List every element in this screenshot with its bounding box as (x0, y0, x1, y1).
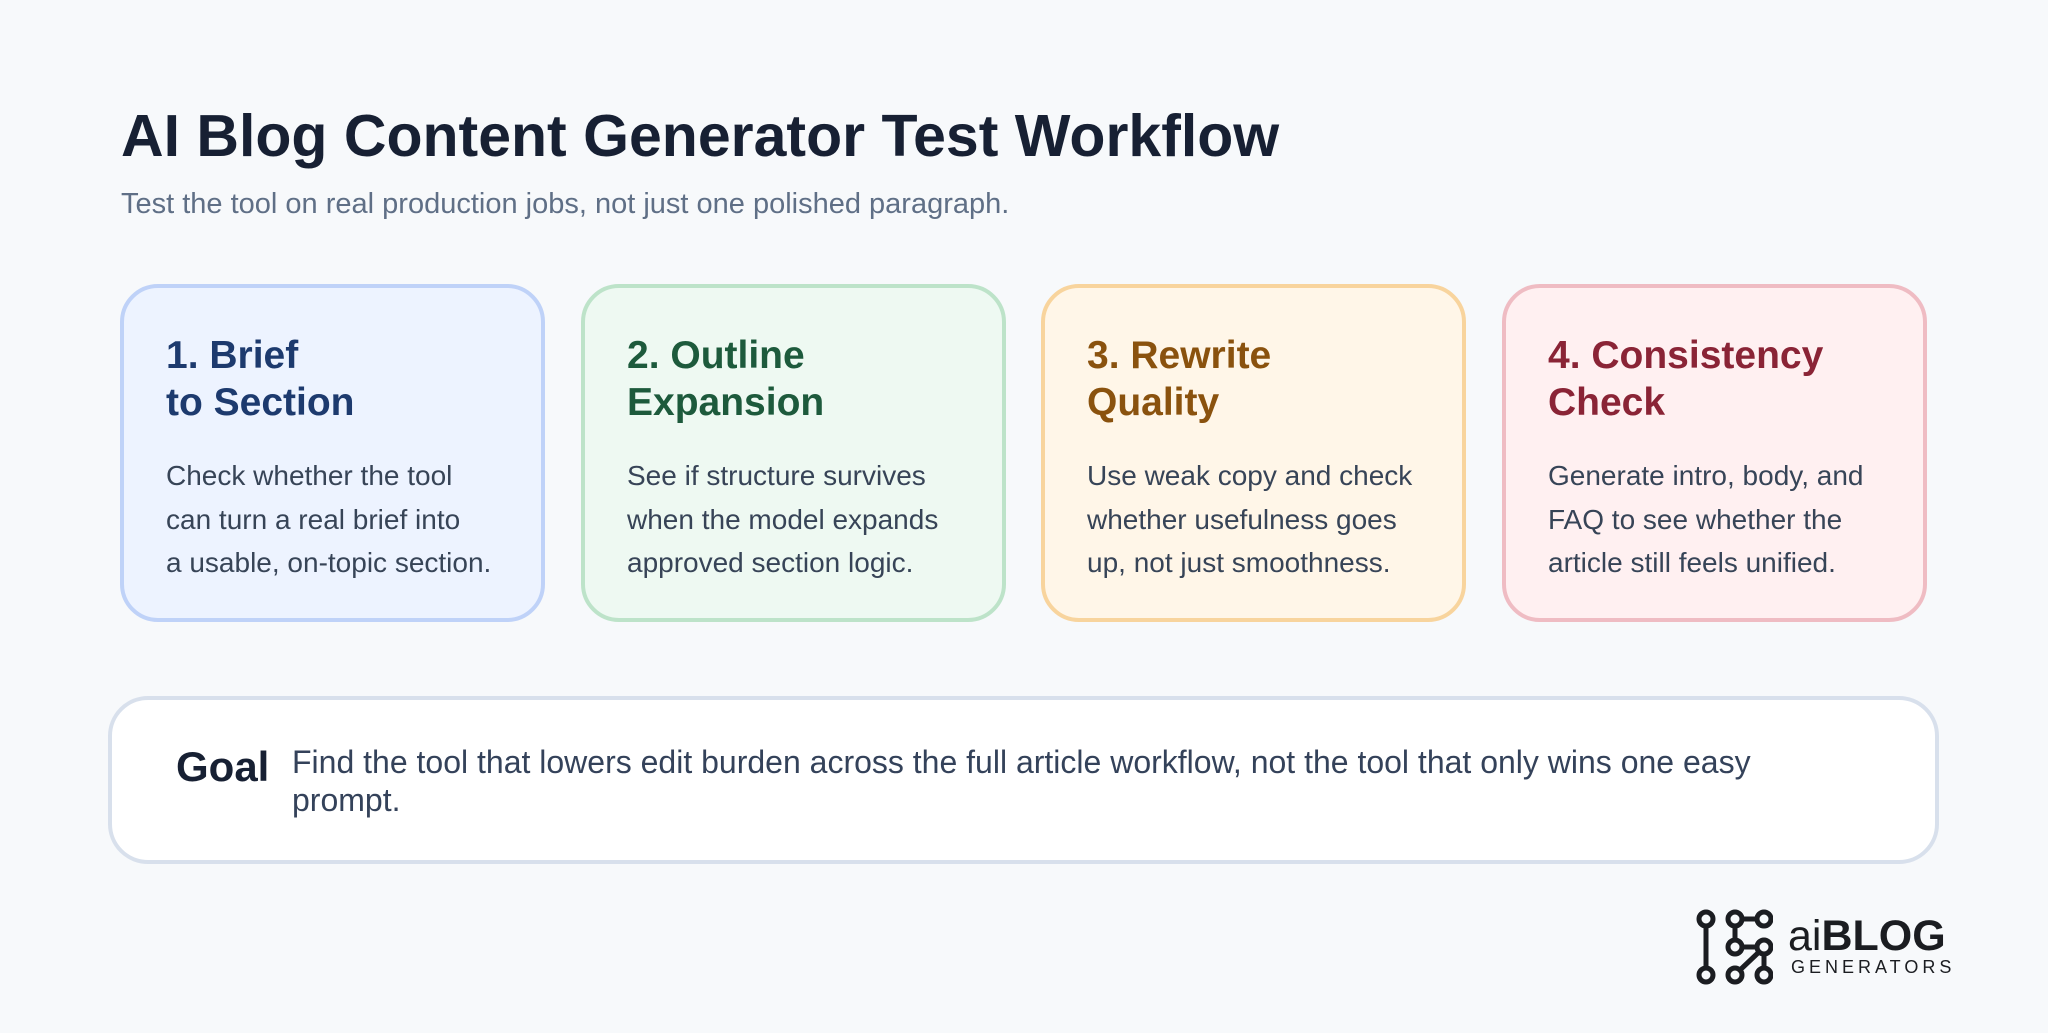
page-subtitle: Test the tool on real production jobs, n… (121, 188, 1010, 220)
step-description: See if structure survives when the model… (627, 460, 939, 578)
logo-wordmark: aiBLOG (1788, 912, 1946, 960)
brand-logo: aiBLOG GENERATORS (1695, 907, 1955, 985)
logo-tagline: GENERATORS (1791, 957, 1956, 977)
goal-label: Goal (176, 743, 270, 790)
goal-box: Goal Find the tool that lowers edit burd… (108, 696, 1939, 864)
page-title: AI Blog Content Generator Test Workflow (121, 103, 1280, 169)
step-description: Use weak copy and check whether usefulne… (1087, 460, 1413, 578)
circuit-nodes-icon (1696, 909, 1773, 985)
step-card-brief-to-section: 1. Brief to Section Check whether the to… (120, 284, 545, 622)
step-description: Generate intro, body, and FAQ to see whe… (1548, 460, 1864, 578)
goal-text: Find the tool that lowers edit burden ac… (292, 744, 1751, 818)
step-title: 3. Rewrite Quality (1087, 334, 1272, 424)
step-card-rewrite-quality: 3. Rewrite Quality Use weak copy and che… (1041, 284, 1466, 622)
workflow-steps: 1. Brief to Section Check whether the to… (120, 284, 1928, 622)
logo-word-ai: ai (1788, 912, 1822, 960)
step-description: Check whether the tool can turn a real b… (166, 460, 492, 578)
step-title: 2. Outline Expansion (627, 334, 825, 424)
step-card-consistency-check: 4. Consistency Check Generate intro, bod… (1502, 284, 1927, 622)
step-title: 1. Brief to Section (166, 334, 355, 424)
step-card-outline-expansion: 2. Outline Expansion See if structure su… (581, 284, 1006, 622)
step-title: 4. Consistency Check (1548, 334, 1824, 424)
logo-word-blog: BLOG (1821, 912, 1946, 960)
